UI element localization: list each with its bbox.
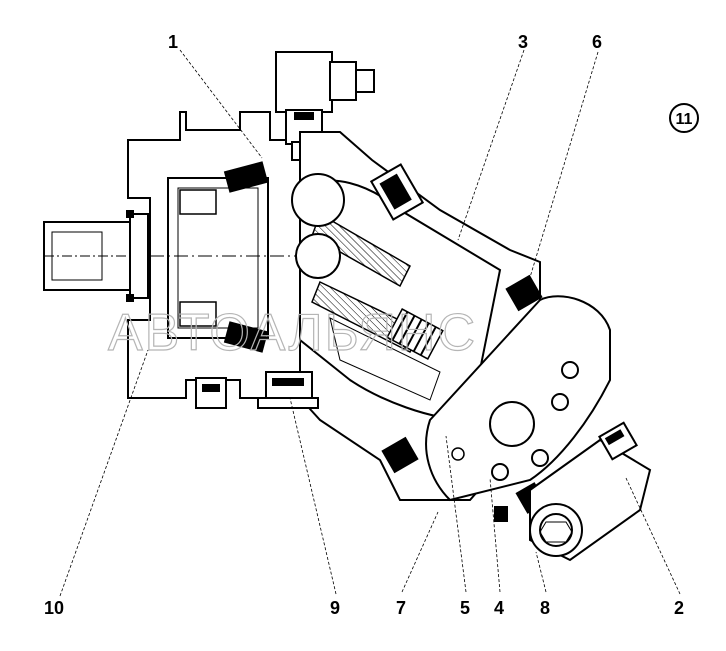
callout-6: 6 (592, 32, 602, 52)
leader-10 (59, 349, 149, 597)
leader-5 (445, 435, 467, 593)
leader-8 (535, 551, 547, 593)
control-valve (529, 421, 652, 562)
callout-10: 10 (44, 598, 64, 618)
figure-badge-number: 11 (676, 111, 693, 128)
callout-9: 9 (330, 598, 340, 618)
callout-3: 3 (518, 32, 528, 52)
leader-7 (401, 511, 439, 593)
leader-9 (289, 397, 337, 595)
leader-4 (489, 477, 501, 593)
callouts: 1 3 6 10 9 7 5 4 8 2 (44, 32, 684, 618)
callout-2: 2 (674, 598, 684, 618)
watermark-text: АВТОАЛЬЯНС (108, 304, 477, 362)
front-housing (127, 111, 301, 399)
callout-8: 8 (540, 598, 550, 618)
leader-6 (527, 51, 599, 285)
leader-1 (179, 49, 263, 159)
figure-badge: 11 (669, 103, 699, 133)
callout-5: 5 (460, 598, 470, 618)
callout-7: 7 (396, 598, 406, 618)
leader-lines (59, 49, 681, 597)
callout-1: 1 (168, 32, 178, 52)
drive-shaft (43, 210, 149, 302)
leader-2 (625, 477, 681, 595)
callout-4: 4 (494, 598, 504, 618)
leader-3 (457, 49, 525, 241)
bottom-plugs (195, 371, 319, 409)
